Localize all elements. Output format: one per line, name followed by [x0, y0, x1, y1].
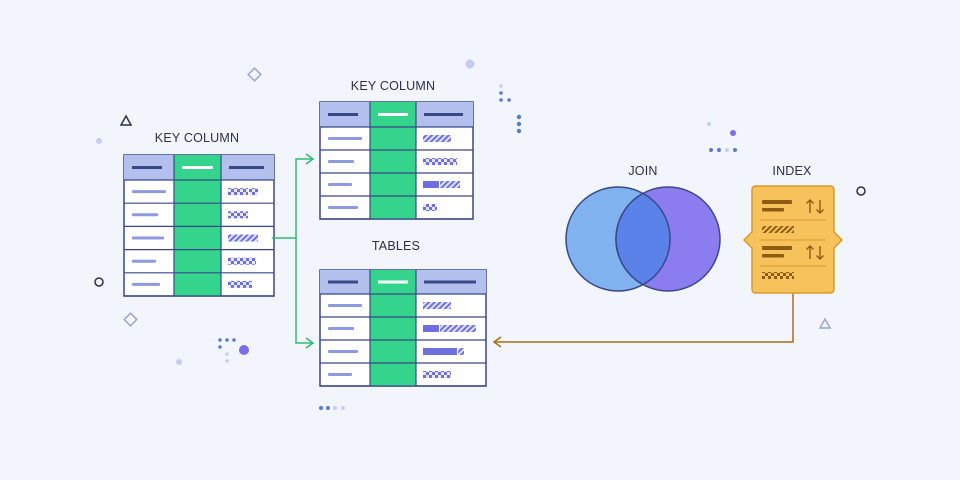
join-venn — [565, 186, 721, 292]
triangle-icon — [818, 317, 832, 329]
index-arrow — [492, 293, 794, 348]
diamond-icon — [123, 312, 138, 327]
dot-icon — [707, 122, 711, 126]
tables-label: TABLES — [372, 239, 420, 253]
table-row — [328, 371, 451, 378]
table-row — [328, 348, 464, 355]
table-row — [328, 135, 451, 142]
key-column — [370, 270, 416, 386]
table-row — [132, 280, 252, 288]
table-row — [328, 181, 460, 188]
connector-arrows — [272, 153, 315, 349]
table-row — [328, 204, 437, 211]
table-top-right — [319, 101, 474, 220]
dot-icon — [176, 359, 182, 365]
dot-icon — [730, 130, 736, 136]
join-label: JOIN — [628, 164, 657, 178]
key-column-label-top: KEY COLUMN — [351, 79, 435, 93]
index-label: INDEX — [772, 164, 812, 178]
index-card — [742, 185, 844, 294]
circle-icon — [856, 186, 866, 196]
dot-cluster — [218, 84, 737, 410]
index-arrowhead — [492, 336, 502, 348]
key-column — [370, 102, 416, 219]
key-column-label-left: KEY COLUMN — [155, 131, 239, 145]
circle-icon — [94, 277, 104, 287]
table-row — [132, 188, 258, 196]
arrowhead-top — [305, 153, 315, 165]
arrowhead-bottom — [305, 337, 315, 349]
table-row — [132, 234, 258, 242]
dot-icon — [465, 59, 475, 69]
triangle-icon — [119, 114, 133, 126]
table-row — [132, 211, 248, 219]
dot-icon — [239, 345, 249, 355]
table-row — [328, 302, 451, 309]
table-row — [132, 257, 256, 265]
connector-trunk — [272, 158, 312, 239]
dot-icon — [96, 138, 102, 144]
diamond-icon — [247, 67, 262, 82]
table-row — [328, 158, 457, 165]
connector-branch — [295, 238, 312, 344]
dot-icon — [516, 121, 522, 127]
dot-icon — [516, 114, 522, 120]
sort-arrows-icon — [806, 199, 824, 214]
table-bottom-right — [319, 269, 487, 387]
sort-arrows-icon — [806, 245, 824, 260]
decorations — [94, 59, 866, 410]
key-column — [174, 155, 221, 296]
table-row — [328, 325, 476, 332]
table-left — [123, 154, 275, 297]
index-arrow-line — [494, 293, 794, 343]
dot-icon — [516, 128, 522, 134]
venn-overlap — [615, 192, 671, 286]
